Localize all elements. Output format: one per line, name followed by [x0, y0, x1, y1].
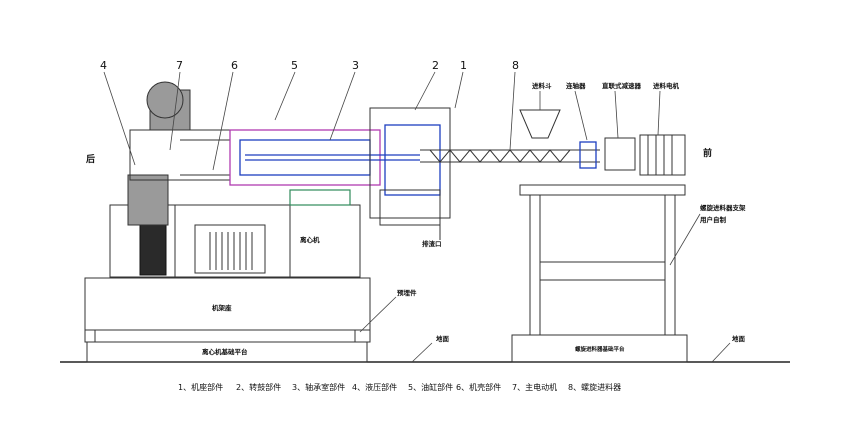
- part-number-7: 7: [176, 59, 183, 72]
- legend-item: 7、主电动机: [512, 382, 557, 392]
- legend-item: 4、液压部件: [352, 382, 397, 392]
- legend-item: 6、机壳部件: [456, 382, 501, 392]
- screw-support-frame: [519, 184, 686, 196]
- reducer: [604, 137, 636, 171]
- legend-item: 2、转鼓部件: [236, 382, 281, 392]
- screw-flight: [429, 149, 571, 163]
- part-number-4: 4: [100, 59, 107, 72]
- part-number-3: 3: [352, 59, 359, 72]
- drum: [369, 107, 451, 219]
- part-number-5: 5: [291, 59, 298, 72]
- feed-hopper: [519, 109, 561, 139]
- label-centrifuge-platform: 离心机基础平台: [202, 347, 248, 356]
- label-ground-2: 地面: [732, 334, 746, 343]
- legend-item: 8、螺旋进料器: [568, 382, 621, 392]
- legend-item: 1、机座部件: [178, 382, 223, 392]
- label-discharge: 排渣口: [422, 239, 442, 248]
- bearing-housing: [229, 129, 381, 186]
- label-coupling: 连轴器: [566, 81, 586, 90]
- legend-item: 5、油缸部件: [408, 382, 453, 392]
- legend-item: 3、轴承室部件: [292, 382, 345, 392]
- part-number-1: 1: [460, 59, 467, 72]
- label-reducer: 直联式减速器: [602, 81, 642, 90]
- label-embedded: 预埋件: [397, 288, 417, 297]
- part-number-2: 2: [432, 59, 439, 72]
- label-ground-1: 地面: [436, 334, 450, 343]
- label-support-frame-1: 螺旋进料器支架: [700, 203, 746, 212]
- screw-platform: [511, 334, 688, 363]
- base-frame: [84, 277, 371, 343]
- label-front: 前: [703, 147, 712, 159]
- feed-motor: [639, 134, 686, 176]
- centrifuge-body: [109, 204, 361, 278]
- label-centrifuge: 离心机: [300, 235, 320, 244]
- coupling: [579, 141, 597, 169]
- part-number-6: 6: [231, 59, 238, 72]
- label-screw-platform: 螺旋进料器基础平台: [575, 345, 625, 353]
- label-base-frame: 机架座: [212, 303, 232, 312]
- label-feed-hopper: 进料斗: [532, 81, 552, 90]
- label-support-frame-2: 用户自制: [699, 215, 727, 224]
- part-number-8: 8: [512, 59, 519, 72]
- label-rear: 后: [86, 153, 95, 165]
- main-motor: [129, 129, 231, 181]
- label-feed-motor: 进料电机: [653, 81, 680, 90]
